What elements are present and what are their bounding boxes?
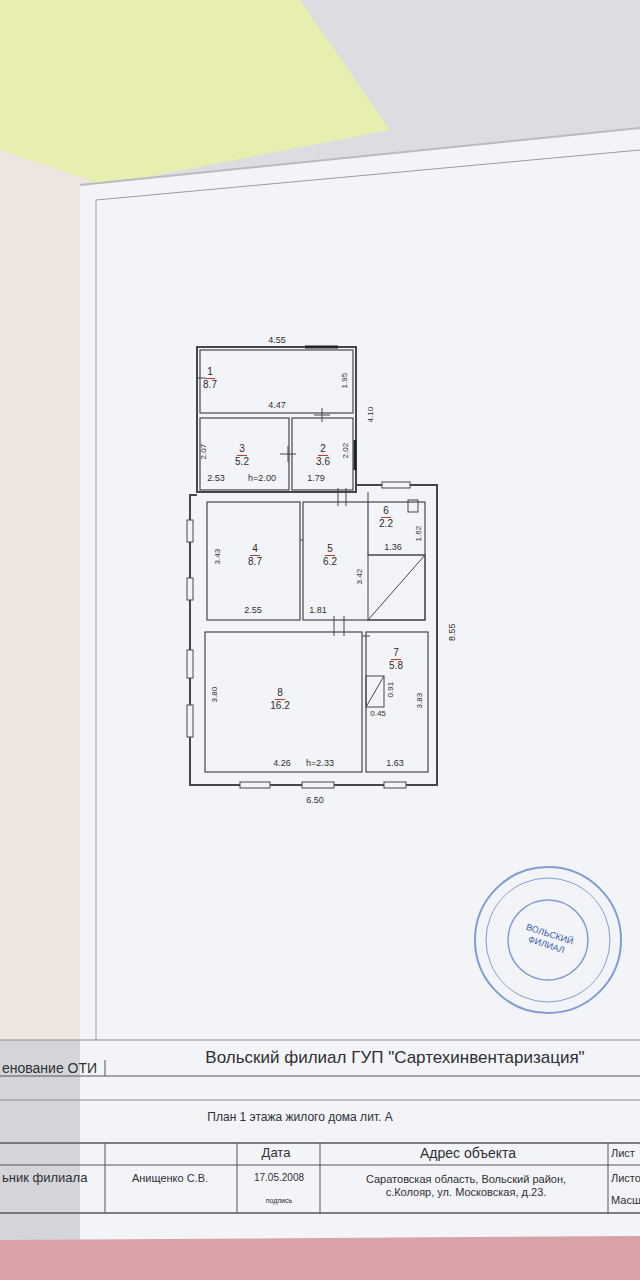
dimension: 0.91 xyxy=(386,682,395,698)
room-area: 8.7 xyxy=(201,379,219,391)
dimension: 3.43 xyxy=(213,549,222,565)
dimension: 3.80 xyxy=(210,687,219,703)
dimension: 2.07 xyxy=(199,444,208,460)
title-block-text: Дата xyxy=(262,1146,291,1161)
dimension: h=2.33 xyxy=(306,758,334,768)
room-box: 18.7 xyxy=(201,366,219,390)
room-area: 8.7 xyxy=(246,556,264,568)
title-block-text: 17.05.2008 xyxy=(254,1172,304,1184)
room-number: 5 xyxy=(325,543,335,556)
dimension: h=2.00 xyxy=(248,473,276,483)
dimension: 0.45 xyxy=(370,709,386,718)
stamp-text: ВОЛЬСКИЙ ФИЛИАЛ xyxy=(515,920,581,960)
dimension: 1.62 xyxy=(414,526,423,542)
title-block-text: подпись xyxy=(266,1197,292,1205)
room-box: 62.2 xyxy=(377,505,395,529)
dimension: 1.79 xyxy=(307,473,325,483)
room-area: 5.2 xyxy=(233,456,251,468)
dimension: 3.83 xyxy=(415,693,424,709)
dimension: 6.50 xyxy=(306,795,324,805)
title-block-text: енование ОТИ xyxy=(2,1060,97,1076)
dimension: 2.55 xyxy=(244,605,262,615)
dimension: 2.53 xyxy=(207,473,225,483)
room-area: 3.6 xyxy=(314,456,332,468)
room-area: 2.2 xyxy=(377,518,395,530)
title-block-text: Листо xyxy=(611,1172,640,1185)
dimension: 1.95 xyxy=(340,373,349,389)
room-number: 7 xyxy=(391,647,401,660)
room-area: 5.8 xyxy=(387,660,405,672)
room-box: 35.2 xyxy=(233,443,251,467)
title-block-text: Анищенко С.В. xyxy=(132,1172,208,1185)
dimension: 4.26 xyxy=(273,758,291,768)
room-box: 75.8 xyxy=(387,647,405,671)
dimension: 1.36 xyxy=(384,542,402,552)
dimension: 2.02 xyxy=(341,443,350,459)
plan-title: План 1 этажа жилого дома лит. А xyxy=(207,1111,392,1125)
title-block-text: Вольский филиал ГУП "Сартехинвентаризаци… xyxy=(205,1048,584,1068)
dimension: 1.63 xyxy=(386,758,404,768)
title-block-text: Лист xyxy=(611,1147,635,1160)
title-block-text: Масш xyxy=(611,1194,640,1207)
room-number: 4 xyxy=(250,543,260,556)
room-box: 816.2 xyxy=(268,687,292,711)
dimension: 4.47 xyxy=(268,400,286,410)
room-area: 6.2 xyxy=(321,556,339,568)
room-number: 8 xyxy=(275,687,285,700)
room-number: 3 xyxy=(237,443,247,456)
title-block-text: Саратовская область, Вольский район, с.К… xyxy=(341,1173,591,1198)
room-number: 6 xyxy=(381,505,391,518)
room-area: 16.2 xyxy=(268,700,292,712)
stamp-circle: ВОЛЬСКИЙ ФИЛИАЛ xyxy=(473,865,623,1015)
title-block-text: ьник филиала xyxy=(2,1171,87,1186)
dimension: 8.55 xyxy=(447,623,457,641)
dimension: 4.55 xyxy=(268,335,286,345)
room-box: 23.6 xyxy=(314,443,332,467)
room-number: 2 xyxy=(318,443,328,456)
room-number: 1 xyxy=(205,366,215,379)
dimension: 3.42 xyxy=(355,569,364,585)
title-block-text: Адрес объекта xyxy=(420,1145,516,1161)
room-box: 48.7 xyxy=(246,543,264,567)
dimension: 4.10 xyxy=(366,407,375,423)
dimension: 1.81 xyxy=(309,605,327,615)
room-box: 56.2 xyxy=(321,543,339,567)
